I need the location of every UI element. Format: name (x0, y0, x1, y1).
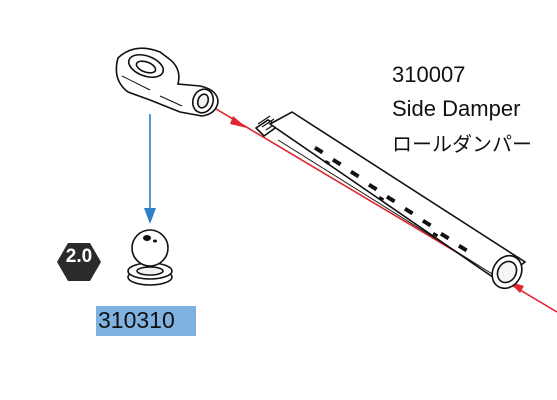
assembly-arrow-head (144, 208, 156, 224)
assembly-arrow (144, 114, 156, 224)
rod-end-eye-inner (135, 60, 157, 74)
ball-stud-neck (136, 266, 164, 276)
side-damper-part (254, 111, 527, 290)
damper-tube-end-bore (496, 260, 518, 284)
hex-wrench-size: 2.0 (65, 246, 93, 267)
rod-end-part (115, 47, 219, 117)
ball-stud-ball (131, 229, 169, 267)
rod-end-socket-hole (196, 93, 210, 109)
damper-name-english: Side Damper (392, 96, 521, 121)
ball-stud-highlight (143, 235, 151, 241)
hex-wrench-badge-icon (57, 243, 101, 281)
damper-tube-body (268, 111, 527, 283)
ball-stud-part-number: 310310 (98, 307, 175, 333)
part-number-highlight (96, 306, 196, 336)
damper-part-number: 310007 (392, 62, 466, 87)
rod-end-shading (121, 75, 183, 107)
damper-tube-edge (277, 139, 506, 283)
damper-name-japanese: ロールダンパー (392, 132, 532, 156)
ball-stud-dot (153, 239, 157, 243)
damper-slots (313, 146, 468, 253)
ball-stud-part (127, 229, 173, 286)
axis-arrowhead-upper (230, 116, 247, 128)
